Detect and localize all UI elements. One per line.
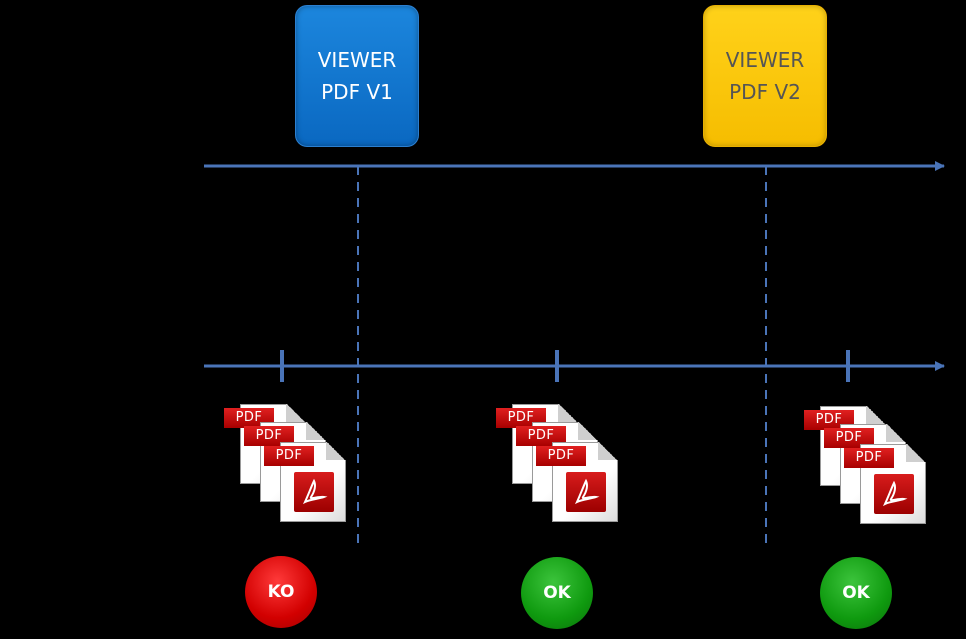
status-ok-label: OK — [842, 583, 870, 603]
status-ok-badge: OK — [521, 557, 593, 629]
status-ok-label: OK — [543, 583, 571, 603]
pdf-file-icon: PDF — [844, 444, 926, 524]
viewer-1-line1: VIEWER — [317, 48, 397, 72]
acrobat-logo-icon — [874, 474, 914, 514]
viewer-2-line2: PDF V2 — [729, 80, 801, 104]
viewer-pdf-v2-box: VIEWER PDF V2 — [703, 5, 827, 147]
viewer-1-line2: PDF V1 — [321, 80, 393, 104]
pdf-label: PDF — [824, 428, 874, 448]
pdf-document-stack-2: PDF PDF PDF — [496, 400, 626, 530]
pdf-label: PDF — [264, 446, 314, 466]
pdf-label: PDF — [536, 446, 586, 466]
status-ok-badge: OK — [820, 557, 892, 629]
pdf-label: PDF — [244, 426, 294, 446]
status-ko-label: KO — [267, 582, 295, 602]
status-ko-badge: KO — [245, 556, 317, 628]
pdf-label: PDF — [844, 448, 894, 468]
viewer-pdf-v1-box: VIEWER PDF V1 — [295, 5, 419, 147]
pdf-file-icon: PDF — [264, 442, 346, 522]
pdf-document-stack-3: PDF PDF PDF — [804, 402, 934, 532]
acrobat-logo-icon — [566, 472, 606, 512]
pdf-file-icon: PDF — [536, 442, 618, 522]
viewer-2-line1: VIEWER — [725, 48, 805, 72]
pdf-label: PDF — [516, 426, 566, 446]
acrobat-logo-icon — [294, 472, 334, 512]
pdf-document-stack-1: PDF PDF PDF — [224, 400, 354, 530]
